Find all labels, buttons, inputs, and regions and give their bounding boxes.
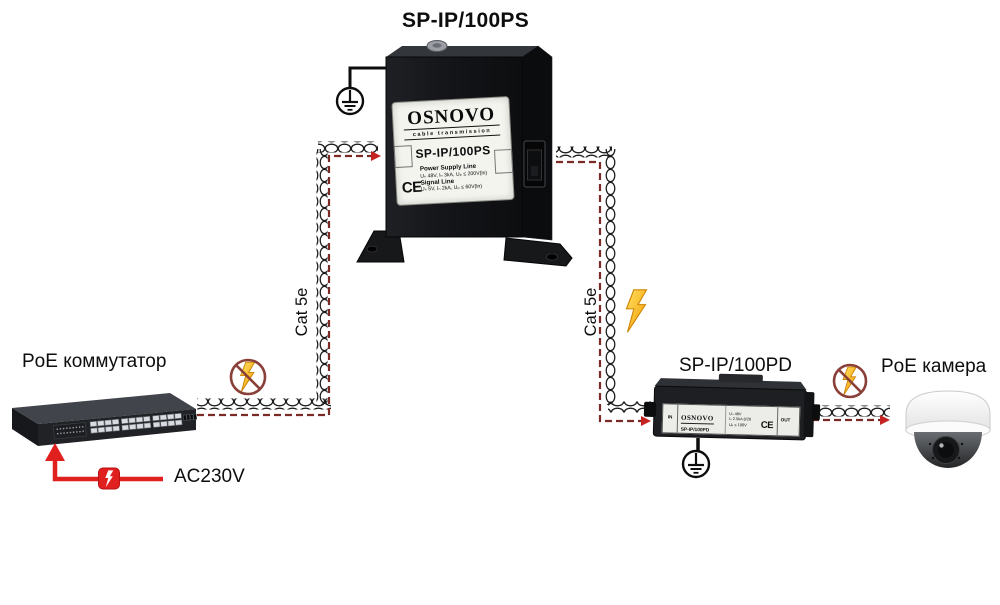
- pd-main-block: OSNOVO SP-IP/100PD SPD: [678, 405, 726, 437]
- switch-top-face: [12, 393, 196, 424]
- switch-side-face: [12, 408, 38, 446]
- arrowhead-into-pd: [641, 416, 651, 426]
- pd-device-heading: SP-IP/100PD: [679, 355, 792, 376]
- power-arrow-up: [45, 443, 65, 461]
- ground-icon-pd: [681, 438, 711, 479]
- no-surge-icon-left: [229, 358, 267, 396]
- ac-power-feed: [45, 443, 163, 490]
- pd-device-sticker: IN OSNOVO SP-IP/100PD SPD Uₙ 48V Iₙ 2.5k…: [661, 403, 801, 437]
- pd-ce-mark: CE: [760, 419, 774, 432]
- ps-device-sticker: OSNOVO cable transmission SP-IP/100PS Po…: [391, 95, 515, 207]
- cable-label-left: Cat 5e: [293, 287, 311, 337]
- ps-mount-foot-right: [503, 237, 573, 267]
- surge-bolt-icon: [625, 289, 648, 333]
- sticker-box-left: [393, 145, 413, 169]
- pd-top-ridge: [718, 373, 763, 383]
- poe-camera-label: PoE камера: [881, 356, 987, 377]
- poe-camera: [905, 390, 991, 468]
- poe-switch: [12, 393, 198, 446]
- pd-spec3: Uₚ ≤ 190V: [728, 421, 747, 428]
- cable-pd-to-camera: [812, 405, 890, 425]
- pd-model-text: SP-IP/100PD: [680, 427, 710, 433]
- pd-in-label: IN: [662, 404, 679, 433]
- ac-voltage-label: AC230V: [174, 466, 245, 487]
- pd-in-connector: [643, 401, 657, 418]
- ground-icon-ps: [335, 66, 391, 116]
- pd-spec-block: Uₙ 48V Iₙ 2.5kA 8/20 Uₚ ≤ 190V: [724, 405, 762, 435]
- no-surge-icon-right: [832, 363, 868, 399]
- ps-device-heading: SP-IP/100PS: [402, 9, 530, 32]
- switch-front-ports: [52, 412, 198, 440]
- camera-housing: [905, 390, 991, 431]
- cable-switch-to-ps: [197, 141, 381, 417]
- arrowhead-into-camera: [880, 415, 890, 425]
- ps-ce-mark: CE: [401, 178, 423, 197]
- cable-ps-to-pd: [556, 146, 655, 426]
- pd-top-face: [654, 378, 807, 390]
- ps-top-face: [386, 46, 538, 57]
- sticker-box-right: [493, 148, 514, 174]
- cable-label-right: Cat 5e: [582, 287, 600, 337]
- pd-out-label: OUT: [776, 407, 794, 436]
- arrowhead-into-ps: [371, 151, 381, 161]
- pd-brand-text: OSNOVO: [680, 413, 714, 425]
- poe-switch-label: PoE коммутатор: [22, 351, 167, 372]
- pd-out-connector: [811, 404, 821, 421]
